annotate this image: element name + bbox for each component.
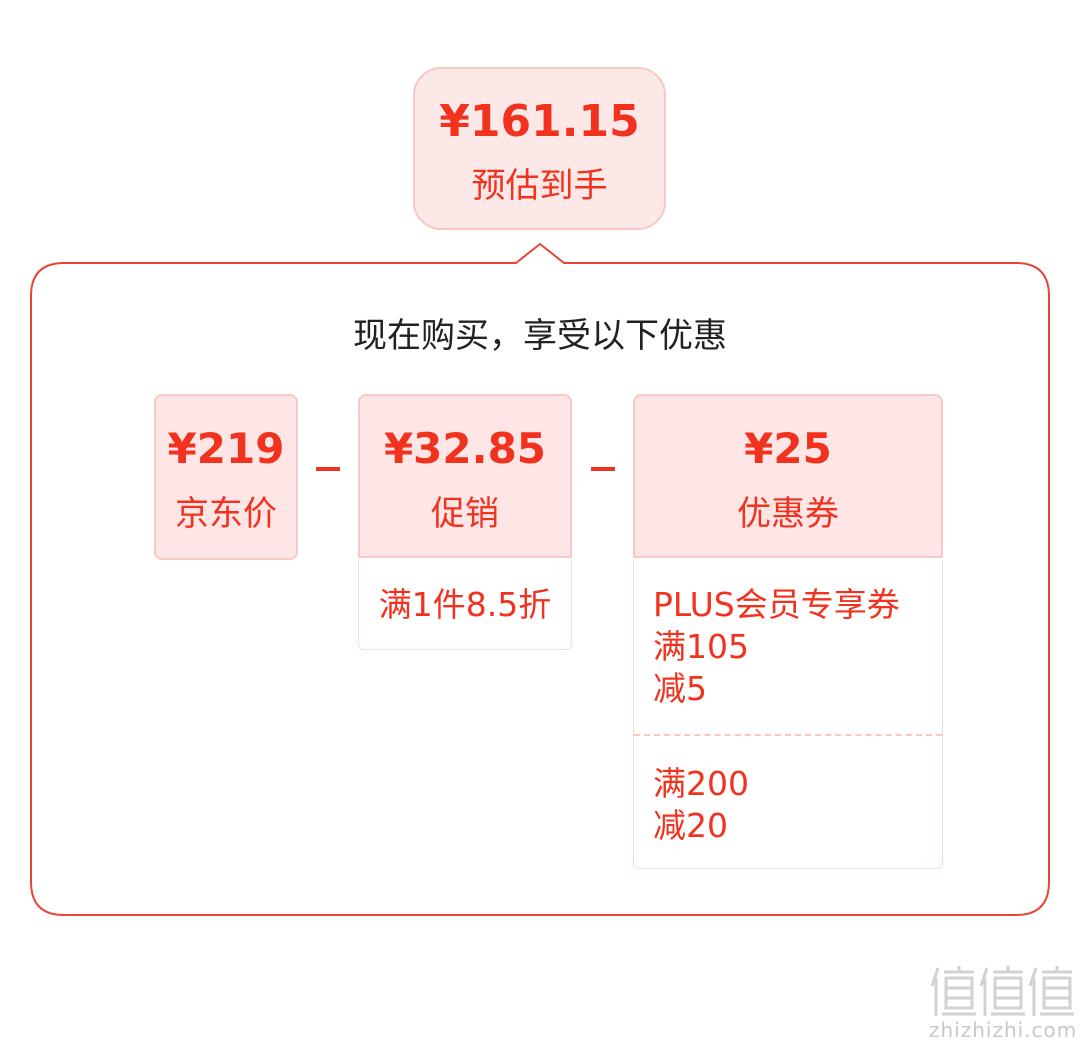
estimated-price-bubble: ¥161.15 预估到手 — [413, 67, 666, 230]
jd-price-label: 京东价 — [175, 494, 277, 534]
jd-price-card: ¥219 京东价 — [154, 394, 298, 560]
panel-title: 现在购买，享受以下优惠 — [353, 316, 727, 356]
estimated-price-label: 预估到手 — [471, 166, 608, 206]
coupon-divider — [634, 734, 942, 736]
coupon-card: ¥25 优惠券 — [633, 394, 943, 558]
coupon-detail-list: PLUS会员专享券 满105 减5 满200 减20 — [633, 560, 943, 869]
coupon-line: 满200 — [653, 764, 749, 803]
coupon-amount: ¥25 — [744, 424, 832, 473]
minus-operator-1 — [316, 467, 340, 471]
promotion-amount: ¥32.85 — [383, 424, 547, 473]
coupon-line: PLUS会员专享券 — [653, 585, 900, 624]
coupon-line: 减5 — [653, 669, 707, 708]
promotion-label: 促销 — [431, 494, 499, 534]
minus-operator-2 — [591, 467, 615, 471]
jd-price-amount: ¥219 — [167, 424, 285, 473]
coupon-line: 满105 — [653, 627, 749, 666]
estimated-price: ¥161.15 — [439, 96, 640, 147]
coupon-item: 满200 减20 — [653, 763, 932, 847]
watermark-site: zhizhizhi.com — [929, 1018, 1078, 1042]
promotion-card: ¥32.85 促销 — [358, 394, 572, 558]
promotion-detail: 满1件8.5折 — [358, 560, 572, 650]
coupon-label: 优惠券 — [737, 494, 839, 534]
coupon-line: 减20 — [653, 806, 728, 845]
coupon-item: PLUS会员专享券 满105 减5 — [653, 584, 932, 710]
watermark-logo — [930, 966, 1074, 1016]
